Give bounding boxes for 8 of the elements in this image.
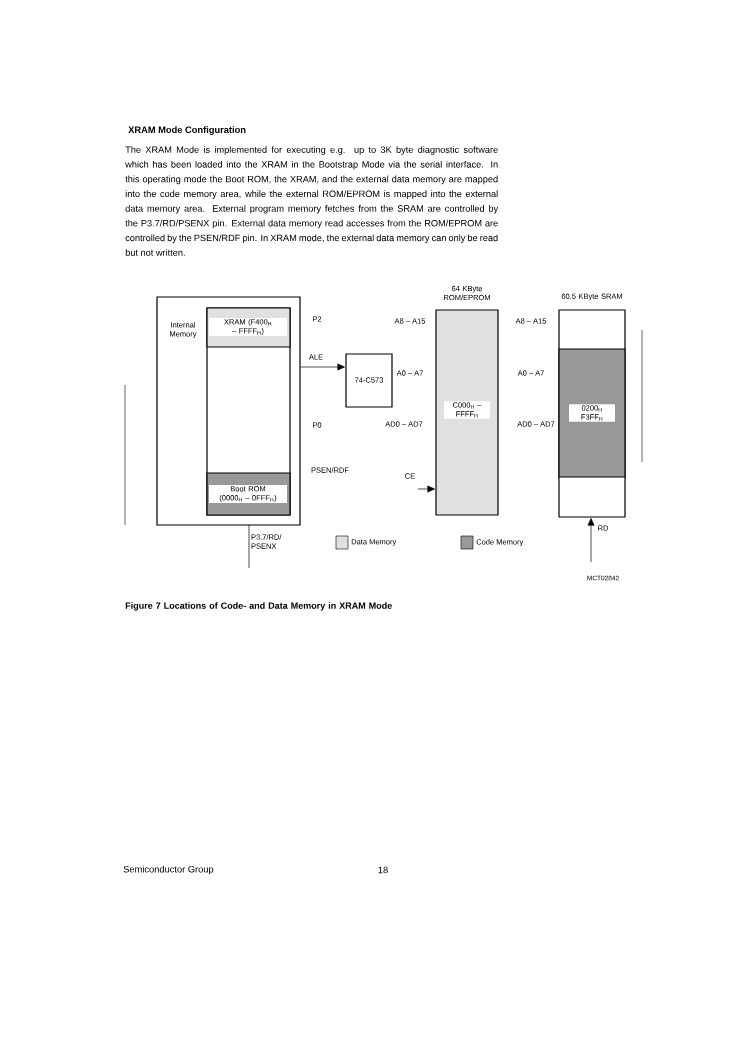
arrow xyxy=(300,363,345,371)
arrow xyxy=(417,485,435,493)
heading: XRAM Mode Configuration xyxy=(128,126,246,135)
footer-text: Semiconductor Group xyxy=(123,865,214,875)
arrow xyxy=(587,518,595,563)
page-number: 18 xyxy=(378,866,388,874)
figure-caption: Figure 7 Locations of Code- and Data Memory in XRAM Mode xyxy=(125,602,392,611)
paragraph: The XRAM Mode is implemented for executing e.g. up to 3K byte diagnostic software which has been loaded into the XRAM in the Bootstrap Mode via the serial interface. In this operating mode the Boot ROM, the XRAM, and the external data memory are mapped into the code memory area, while the external ROM/EPROM is mapped into the external data memory area. External program memory fetches from the SRAM are controlled by the P3.7/RD/PSENX pin. External data memory read accesses from the ROM/EPROM are controlled by the PSEN/RDF pin. In XRAM mode, the external data memory can only be read but not written. xyxy=(125,146,499,256)
